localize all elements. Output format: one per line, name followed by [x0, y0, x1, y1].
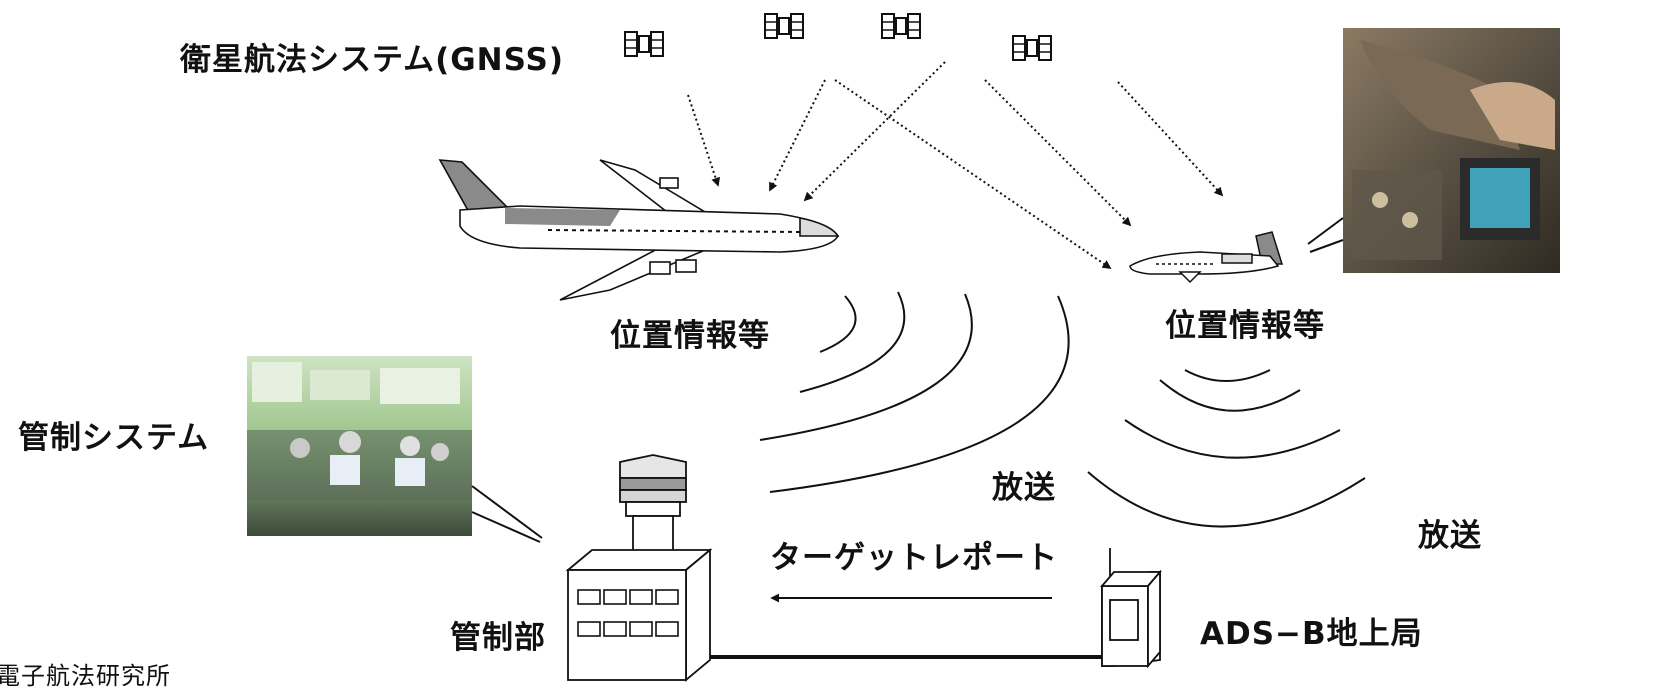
broadcast-waves-small-jet — [1087, 369, 1366, 528]
position-info-left-label: 位置情報等 — [610, 318, 770, 354]
broadcast-left-label: 放送 — [992, 470, 1056, 506]
position-info-right-label: 位置情報等 — [1165, 308, 1325, 344]
signal-arrow — [803, 61, 946, 202]
atc-system-label: 管制システム — [18, 420, 210, 456]
satellite-signal-arrows — [687, 61, 1224, 270]
broadcast-right-label: 放送 — [1418, 518, 1482, 554]
atc-room-photo — [247, 356, 472, 536]
broadcast-waves-airliner — [759, 291, 1070, 493]
airliner-icon — [438, 159, 840, 301]
cockpit-photo — [1343, 28, 1560, 273]
signal-arrow — [984, 79, 1132, 227]
credit-label: 電子航法研究所 — [0, 662, 171, 690]
atc-photo-pointer — [471, 485, 543, 543]
signal-arrow — [769, 79, 826, 192]
ads-b-ground-label: ADS−B地上局 — [1200, 616, 1423, 652]
target-report-label: ターゲットレポート — [770, 540, 1058, 576]
ground-station-icon — [1100, 548, 1162, 669]
signal-arrow — [834, 79, 1112, 270]
atc-unit-label: 管制部 — [450, 620, 546, 656]
signal-arrow — [1117, 81, 1224, 197]
small-jet-icon — [1129, 231, 1284, 284]
satellite-icon — [624, 31, 664, 57]
satellite-icon — [881, 13, 921, 39]
satellite-icon — [764, 13, 804, 39]
satellite-icon — [1012, 35, 1052, 61]
signal-arrow — [687, 94, 720, 187]
cockpit-pointer — [1307, 217, 1344, 253]
control-building-icon — [565, 454, 713, 682]
gnss-label: 衛星航法システム(GNSS) — [180, 42, 565, 78]
